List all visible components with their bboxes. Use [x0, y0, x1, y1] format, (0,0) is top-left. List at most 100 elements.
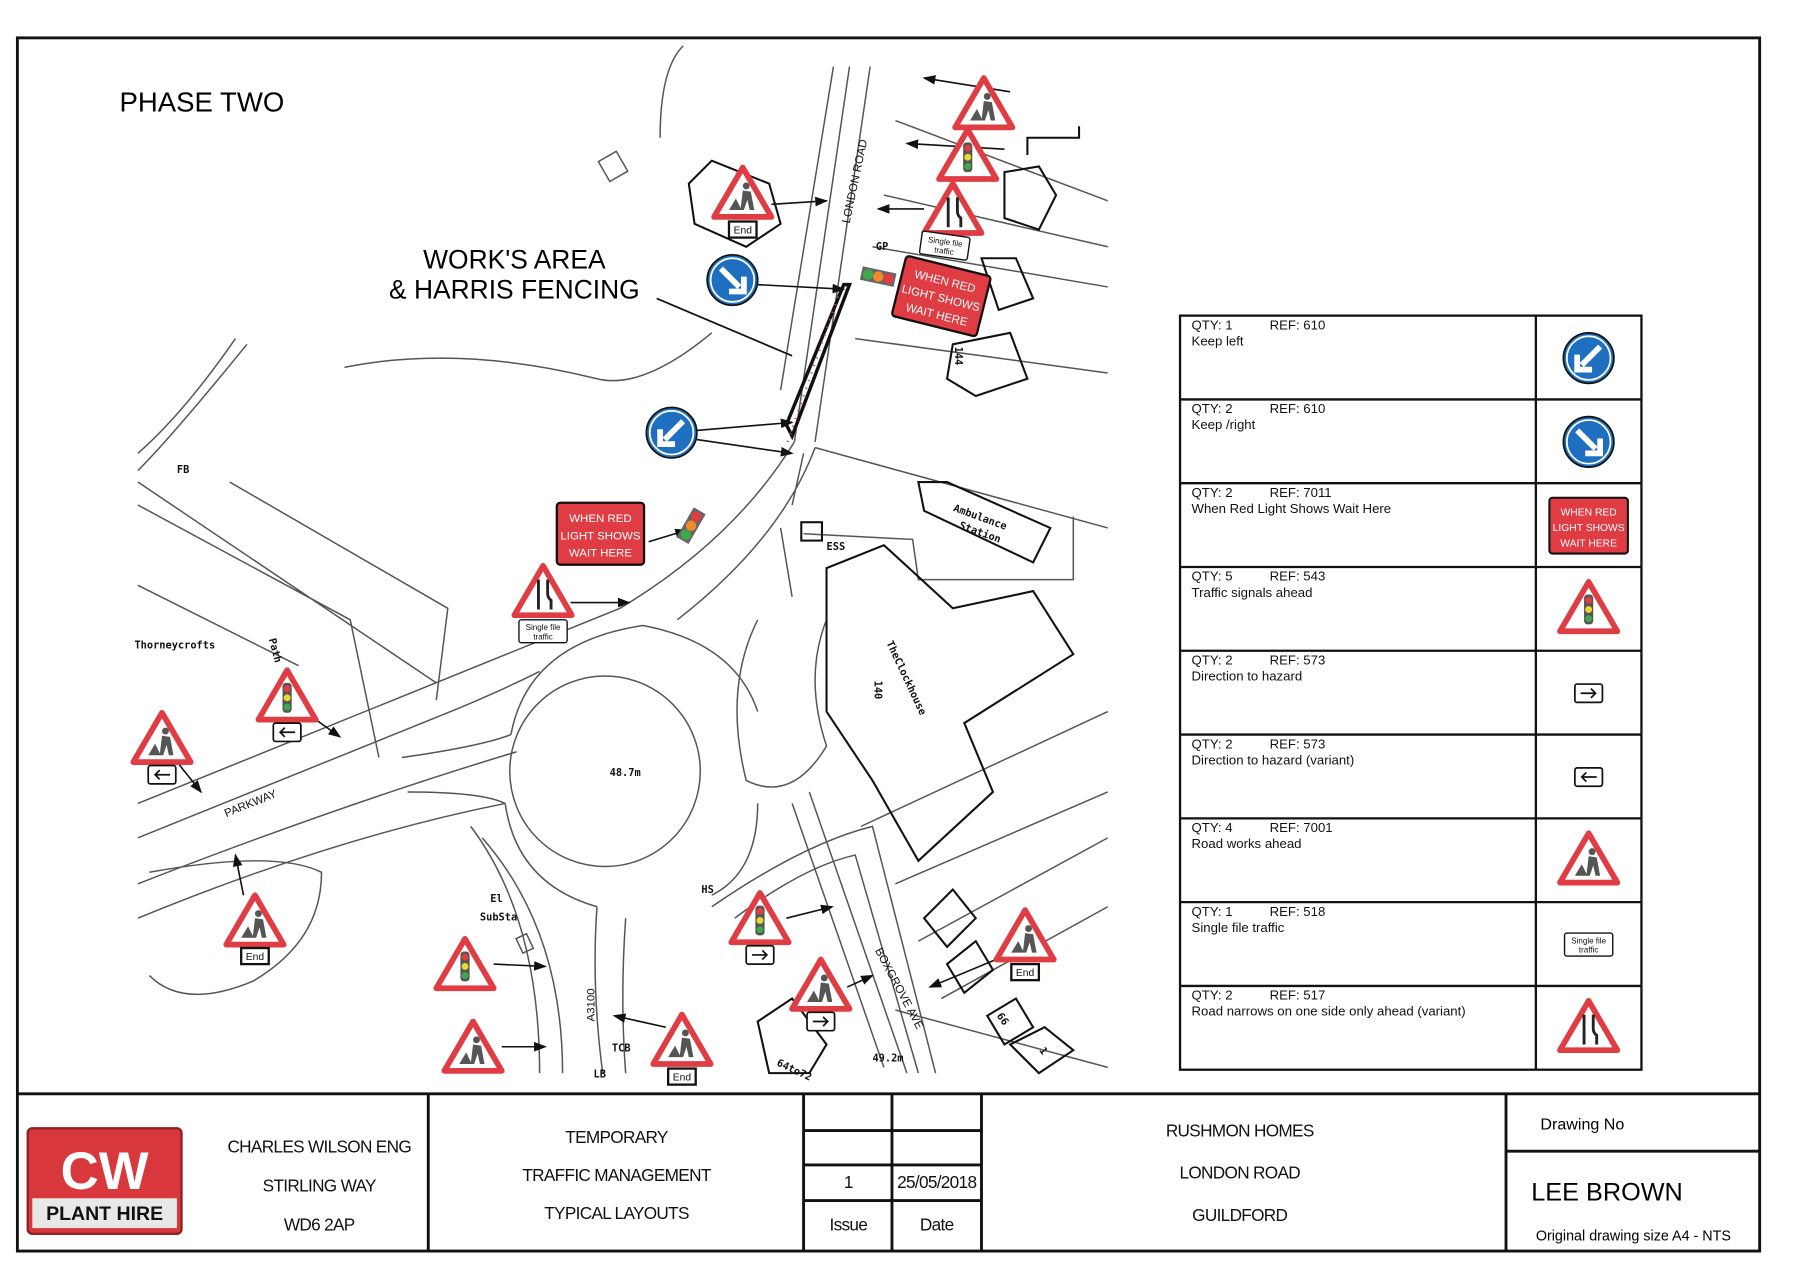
gp-label: GP	[876, 241, 888, 253]
author-name: LEE BROWN	[1531, 1179, 1683, 1207]
legend-qty: QTY: 1	[1192, 317, 1233, 332]
phase-title: PHASE TWO	[120, 86, 285, 117]
legend-ref: REF: 610	[1270, 317, 1326, 332]
fb-label: FB	[177, 464, 189, 476]
title-line-2: TRAFFIC MANAGEMENT	[522, 1165, 711, 1185]
arrow-left-plate-icon	[272, 722, 302, 743]
ambulance-station-building	[917, 481, 1052, 564]
project-road: LONDON ROAD	[1179, 1163, 1300, 1183]
road-works-icon	[792, 960, 849, 1009]
house-building	[687, 159, 782, 248]
a3100-label: A3100	[586, 988, 598, 1021]
when-red-text-1: WHEN RED	[1561, 507, 1617, 518]
house-building	[922, 887, 995, 995]
road-works-icon	[955, 78, 1012, 127]
arrow-right-plate-icon	[745, 944, 775, 965]
single-file-text-2: traffic	[934, 245, 955, 257]
arrow-left-plate-icon	[147, 764, 177, 785]
legend-qty: QTY: 2	[1192, 401, 1233, 416]
house-building	[980, 257, 1035, 312]
thorneycrofts-label: Thorneycrofts	[134, 639, 215, 651]
keep-right-icon	[1563, 417, 1614, 468]
substation-label-1: El	[490, 893, 502, 905]
legend-qty: QTY: 2	[1192, 736, 1233, 751]
works-area-label-1: WORK'S AREA	[423, 245, 606, 275]
date-value: 25/05/2018	[897, 1172, 976, 1192]
arrow-left-plate-icon	[1574, 766, 1604, 788]
legend-qty: QTY: 4	[1192, 820, 1233, 835]
house-building	[1003, 165, 1058, 231]
tcb-label: TCB	[612, 1042, 631, 1054]
road-works-icon	[653, 1015, 710, 1064]
legend-description: Direction to hazard	[1192, 669, 1303, 684]
cw-plant-hire-logo: CW PLANT HIRE	[26, 1127, 183, 1235]
date-label: Date	[920, 1214, 954, 1234]
traffic-light-head-icon	[859, 266, 897, 287]
legend-qty: QTY: 2	[1192, 485, 1233, 500]
hs-label: HS	[701, 884, 713, 896]
traffic-signals-icon	[258, 670, 315, 719]
road-narrows-icon	[514, 566, 571, 615]
london-road-label: LONDON ROAD	[841, 138, 870, 224]
legend-description: Keep left	[1192, 333, 1244, 348]
legend-ref: REF: 7011	[1270, 485, 1332, 500]
single-file-text-1: Single file	[526, 623, 561, 632]
when-red-text-3: WAIT HERE	[569, 548, 632, 560]
when-red-text-2: LIGHT SHOWS	[1553, 523, 1625, 534]
house-64-72-building	[756, 997, 828, 1075]
drawing-border	[15, 36, 1762, 1253]
ess-building	[800, 521, 823, 542]
end-plate-text: End	[1016, 968, 1035, 979]
road-works-icon	[1560, 833, 1617, 882]
title-block: CW PLANT HIRE CHARLES WILSON ENG STIRLIN…	[26, 1093, 1760, 1252]
traffic-light-head-icon	[676, 507, 706, 545]
legend-qty: QTY: 2	[1192, 988, 1233, 1003]
level-49-2-label: 49.2m	[872, 1053, 903, 1065]
single-file-text-2: traffic	[1579, 946, 1598, 955]
keep-right-icon	[707, 255, 758, 306]
end-plate-text: End	[734, 226, 753, 237]
keep-left-icon	[1563, 333, 1614, 384]
road-narrows-icon	[1560, 1001, 1617, 1050]
issue-label: Issue	[830, 1214, 868, 1234]
ess-label: ESS	[827, 541, 846, 553]
harris-fencing-dots	[786, 286, 843, 443]
traffic-signals-icon	[939, 130, 996, 179]
lb-label: LB	[594, 1069, 606, 1081]
end-plate-icon: End	[1010, 962, 1041, 982]
single-file-text-1: Single file	[1571, 936, 1606, 945]
house-building	[1026, 126, 1081, 155]
road-works-icon	[226, 895, 283, 944]
legend-ref: REF: 7001	[1270, 820, 1333, 835]
project-client: RUSHMON HOMES	[1166, 1120, 1314, 1140]
end-plate-text: End	[673, 1073, 692, 1084]
house-64-72-label: 64to72	[775, 1057, 814, 1084]
end-plate-text: End	[246, 952, 265, 963]
company-name: CHARLES WILSON ENG	[227, 1136, 411, 1156]
arrow-right-plate-icon	[806, 1011, 836, 1032]
road-works-icon	[444, 1021, 501, 1070]
legend-description: Road works ahead	[1192, 836, 1302, 851]
company-street: STIRLING WAY	[263, 1175, 377, 1195]
legend-qty: QTY: 5	[1192, 569, 1233, 584]
issue-value: 1	[844, 1172, 853, 1192]
road-works-icon	[133, 713, 190, 762]
end-plate-icon: End	[240, 946, 270, 966]
clockhouse-label: TheClockhouse	[884, 639, 929, 717]
road-works-icon	[996, 910, 1053, 959]
works-area-label-2: & HARRIS FENCING	[389, 274, 640, 304]
legend-qty: QTY: 2	[1192, 653, 1233, 668]
title-line-3: TYPICAL LAYOUTS	[544, 1203, 689, 1223]
